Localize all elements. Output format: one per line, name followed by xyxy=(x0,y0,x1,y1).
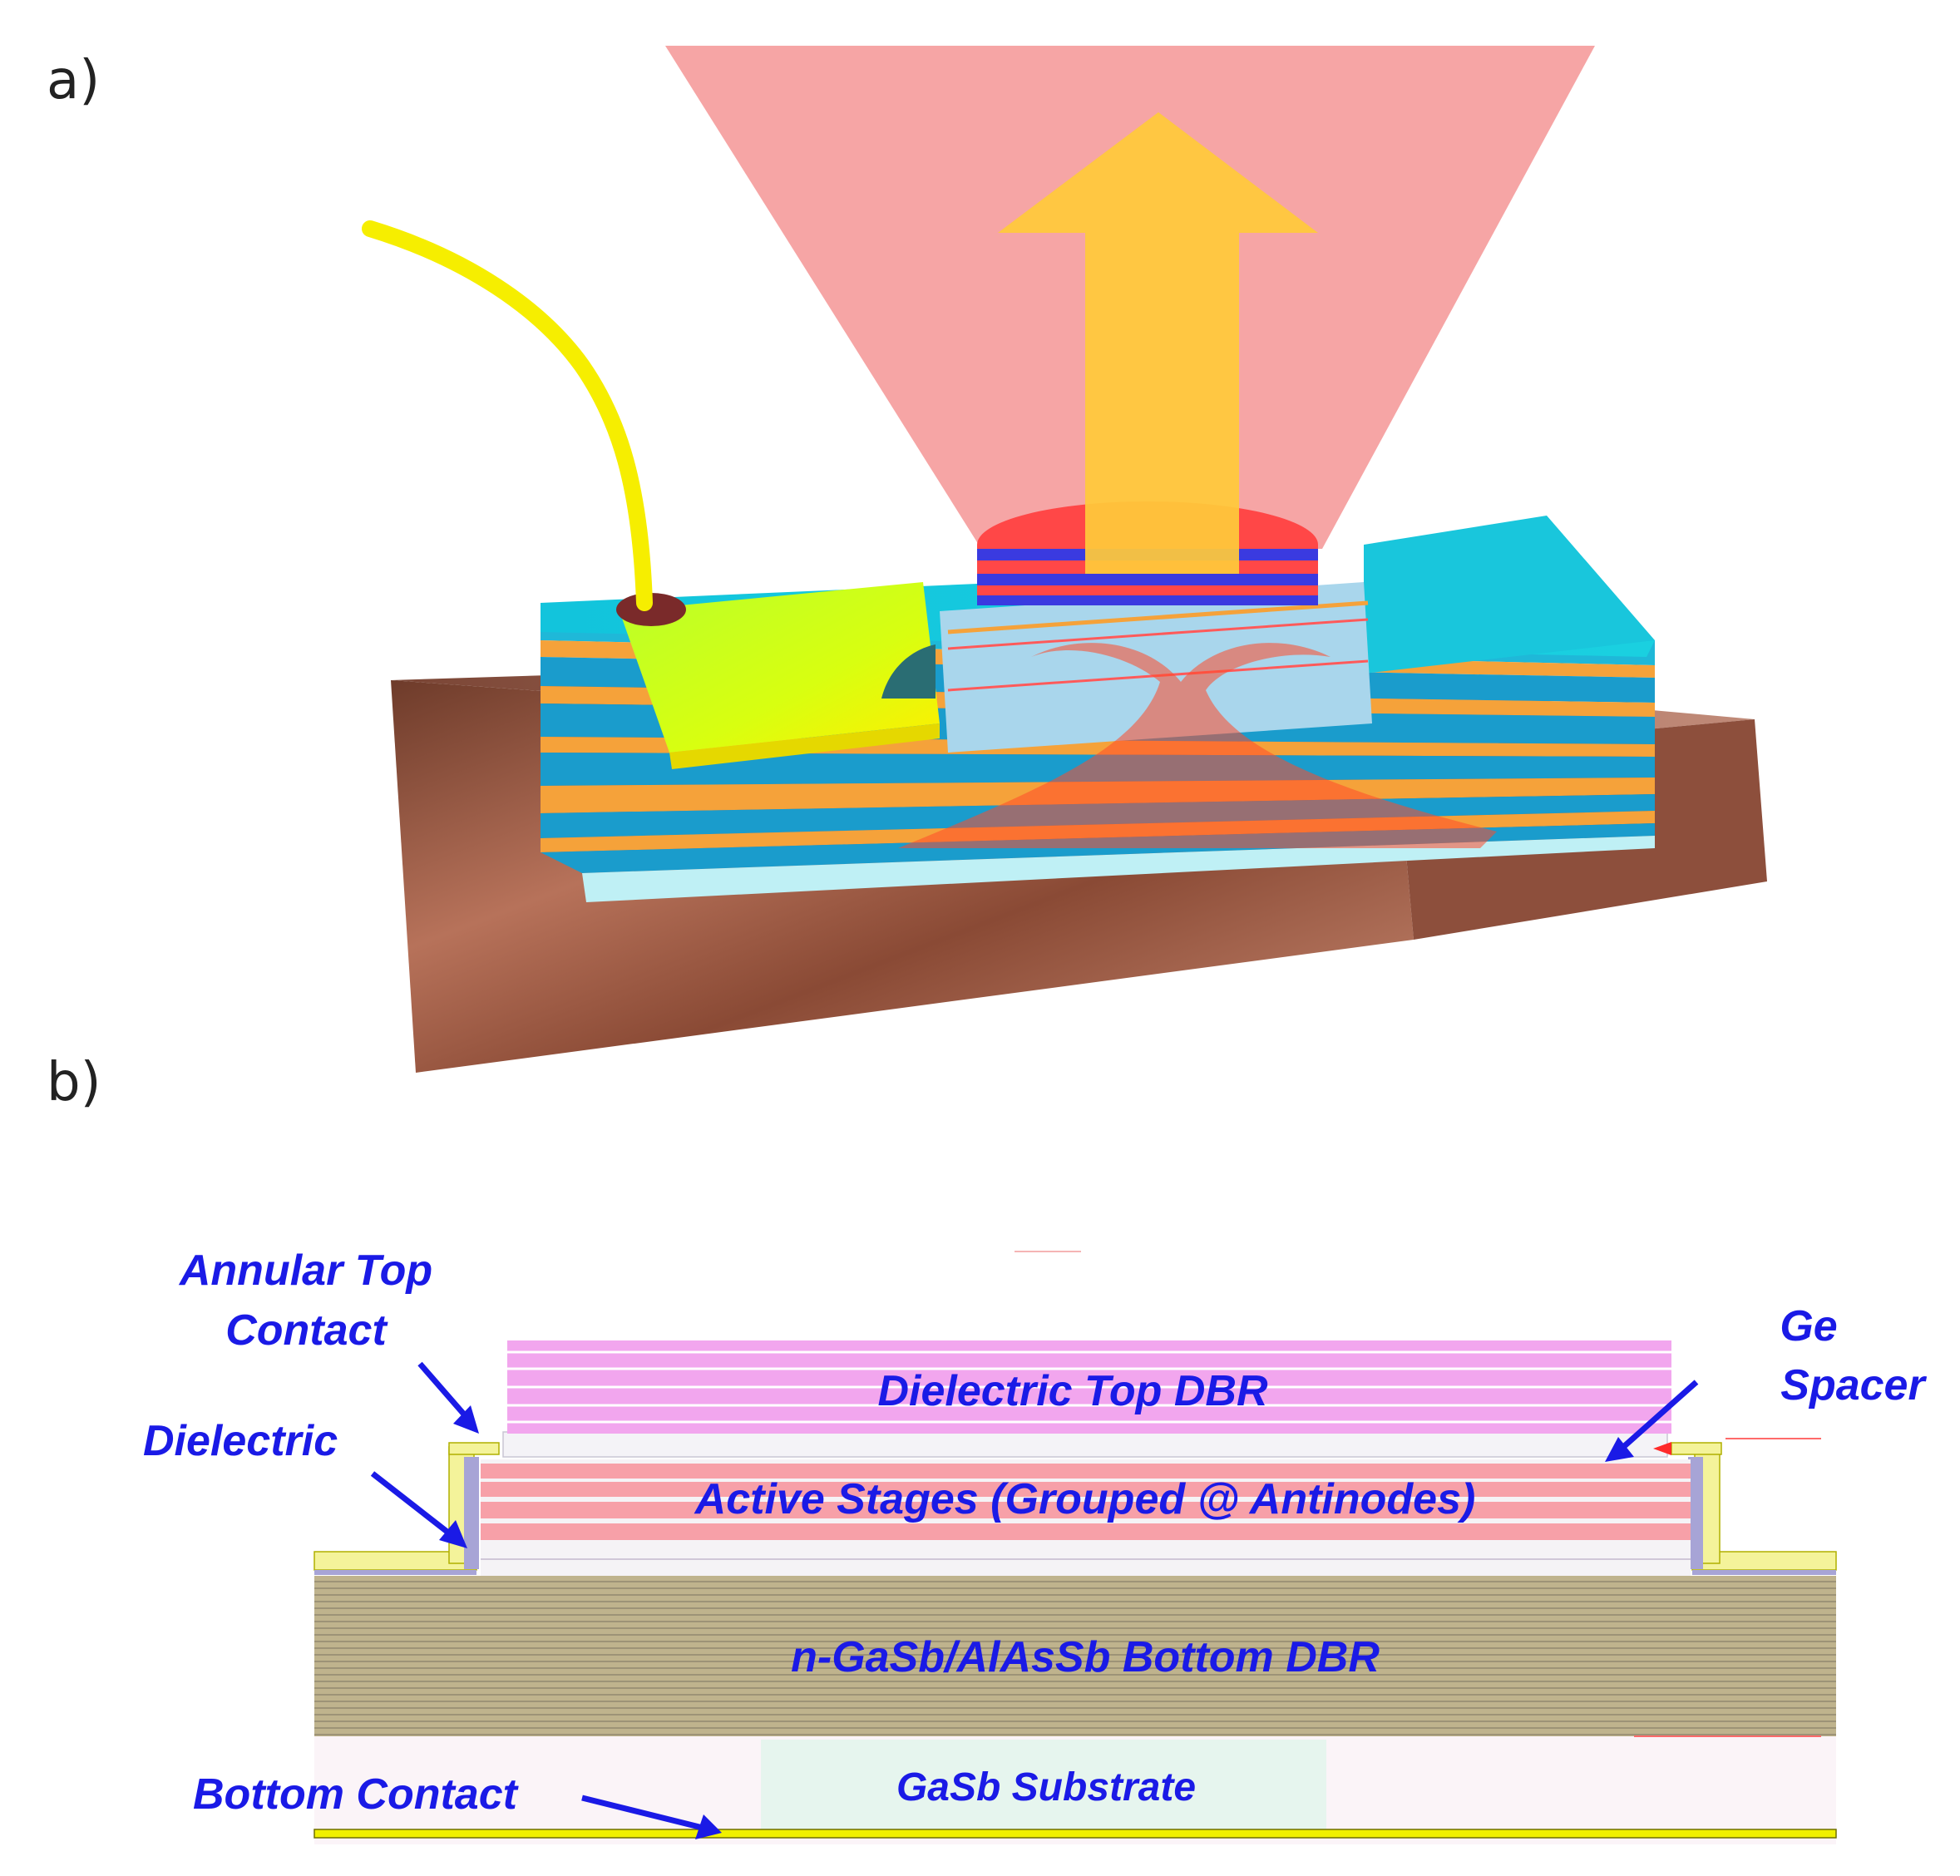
device-cross-section: Dielectric Top DBR Active Stages (Groupe… xyxy=(143,1247,1927,1844)
contact-pad-edge xyxy=(669,723,940,769)
substrate-block xyxy=(761,1740,1326,1829)
dielectric-right-flat xyxy=(1692,1570,1836,1575)
device-3d-illustration xyxy=(362,46,1767,1073)
label-bottom-dbr: n-GaSb/AlAsSb Bottom DBR xyxy=(791,1633,1380,1681)
bottom-dbr-layer xyxy=(314,1576,1836,1736)
contact-pad-cutout xyxy=(881,644,936,699)
callout-ge-spacer-line2: Spacer xyxy=(1780,1361,1927,1409)
bond-wire xyxy=(362,220,653,611)
panel-label-b: b) xyxy=(47,1052,101,1113)
top-dbr-stack xyxy=(507,1340,1671,1434)
dielectric-left-flat xyxy=(314,1570,476,1575)
bottom-contact-layer xyxy=(314,1829,1837,1839)
callout-bottom-contact: Bottom Contact xyxy=(193,1770,520,1819)
callout-ge-spacer-line1: Ge xyxy=(1780,1302,1837,1350)
annular-contact-right-top xyxy=(1671,1442,1722,1455)
callout-dielectric: Dielectric xyxy=(143,1417,338,1465)
active-stage-band-3 xyxy=(481,1502,1691,1518)
dielectric-right xyxy=(1688,1457,1703,1569)
dielectric-left xyxy=(464,1457,479,1569)
mesa-active-line-1 xyxy=(947,618,1369,650)
top-dbr-band-2 xyxy=(977,574,1318,585)
label-top-dbr: Dielectric Top DBR xyxy=(877,1367,1267,1415)
active-stage-band-4 xyxy=(481,1523,1691,1540)
contact-pad xyxy=(620,582,940,753)
panel-label-a: a) xyxy=(47,50,101,111)
up-arrow-icon xyxy=(998,112,1318,574)
active-stage-band-2 xyxy=(481,1482,1691,1497)
label-active-stages: Active Stages (Grouped @ Antinodes) xyxy=(694,1475,1476,1523)
wire-bond-ball xyxy=(616,593,686,626)
annular-contact-left-top xyxy=(448,1442,500,1455)
ge-spacer-layer xyxy=(502,1431,1668,1458)
stack-top-surface-right xyxy=(1364,516,1655,674)
label-substrate: GaSb Substrate xyxy=(896,1765,1196,1809)
top-dbr-band-3 xyxy=(977,595,1318,605)
pointer-arrow-icon xyxy=(370,1361,1699,1831)
callout-annular-top-contact-line1: Annular Top xyxy=(178,1247,432,1295)
current-flow-region xyxy=(898,643,1497,848)
callout-annular-top-contact-line2: Contact xyxy=(225,1306,388,1355)
pointer-arrowheads xyxy=(439,1405,1634,1839)
mesa-spacer-line xyxy=(947,600,1369,634)
active-stage-band-1 xyxy=(481,1464,1691,1479)
red-marker-icon xyxy=(1653,1442,1671,1455)
